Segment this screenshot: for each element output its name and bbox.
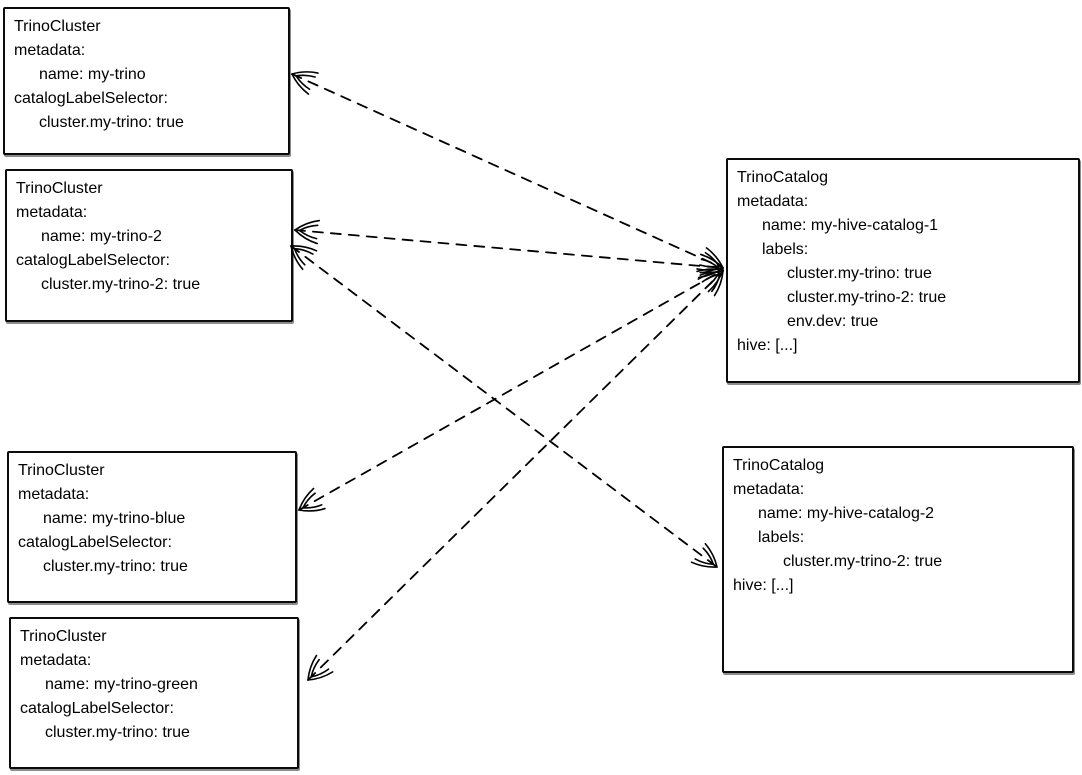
yaml-line: cluster.my-trino: true bbox=[45, 724, 190, 741]
yaml-line: metadata: bbox=[18, 486, 90, 503]
node-trinocluster-my-trino-green: TrinoCluster metadata: name: my-trino-gree… bbox=[9, 617, 299, 769]
edge-my-hive-catalog-1--my-trino-2 bbox=[294, 219, 724, 279]
yaml-line: cluster.my-trino-2: true bbox=[783, 553, 943, 570]
yaml-line: TrinoCatalog bbox=[737, 169, 829, 186]
yaml-line: TrinoCatalog bbox=[733, 457, 825, 474]
yaml-line: name: my-trino-blue bbox=[43, 510, 186, 527]
edge-my-hive-catalog-1--my-trino-green bbox=[307, 270, 724, 681]
yaml-line: hive: [...] bbox=[737, 337, 798, 354]
edge-my-hive-catalog-1--my-trino bbox=[291, 71, 724, 271]
node-trinocatalog-my-hive-catalog-2: TrinoCatalog metadata: name: my-hive-catal… bbox=[722, 446, 1074, 673]
yaml-line: catalogLabelSelector: bbox=[14, 90, 168, 107]
yaml-line: metadata: bbox=[737, 193, 809, 210]
yaml-line: metadata: bbox=[16, 204, 88, 221]
yaml-line: cluster.my-trino-2: true bbox=[41, 276, 201, 293]
yaml-line: metadata: bbox=[733, 481, 805, 498]
yaml-line: name: my-hive-catalog-1 bbox=[762, 217, 939, 234]
yaml-line: labels: bbox=[762, 241, 809, 258]
edge-my-hive-catalog-1--my-trino-blue bbox=[298, 268, 724, 512]
node-trinocluster-my-trino-2: TrinoCluster metadata: name: my-trino-2 cat… bbox=[5, 169, 293, 322]
node-trinocluster-my-trino-blue: TrinoCluster metadata: name: my-trino-blue… bbox=[7, 451, 297, 603]
yaml-line: catalogLabelSelector: bbox=[18, 534, 172, 551]
yaml-line: catalogLabelSelector: bbox=[20, 700, 174, 717]
yaml-line: catalogLabelSelector: bbox=[16, 252, 170, 269]
yaml-line: metadata: bbox=[20, 652, 92, 669]
node-trinocluster-my-trino: TrinoCluster metadata: name: my-trino catal… bbox=[3, 7, 290, 155]
yaml-line: cluster.my-trino-2: true bbox=[787, 289, 947, 306]
yaml-line: hive: [...] bbox=[733, 577, 794, 594]
yaml-line: cluster.my-trino: true bbox=[39, 114, 184, 131]
yaml-line: name: my-trino bbox=[39, 66, 146, 83]
yaml-line: TrinoCluster bbox=[16, 180, 103, 197]
yaml-line: TrinoCluster bbox=[18, 462, 105, 479]
yaml-line: cluster.my-trino: true bbox=[787, 265, 932, 282]
yaml-line: env.dev: true bbox=[787, 313, 879, 330]
yaml-line: TrinoCluster bbox=[14, 18, 101, 35]
yaml-line: metadata: bbox=[14, 42, 86, 59]
node-trinocatalog-my-hive-catalog-1: TrinoCatalog metadata: name: my-hive-catal… bbox=[726, 158, 1080, 383]
yaml-line: TrinoCluster bbox=[20, 628, 107, 645]
yaml-line: name: my-hive-catalog-2 bbox=[758, 505, 935, 522]
yaml-line: name: my-trino-2 bbox=[41, 228, 162, 245]
yaml-line: cluster.my-trino: true bbox=[43, 558, 188, 575]
yaml-line: labels: bbox=[758, 529, 805, 546]
yaml-line: name: my-trino-green bbox=[45, 676, 198, 693]
edge-my-hive-catalog-2--my-trino-2 bbox=[290, 245, 718, 568]
